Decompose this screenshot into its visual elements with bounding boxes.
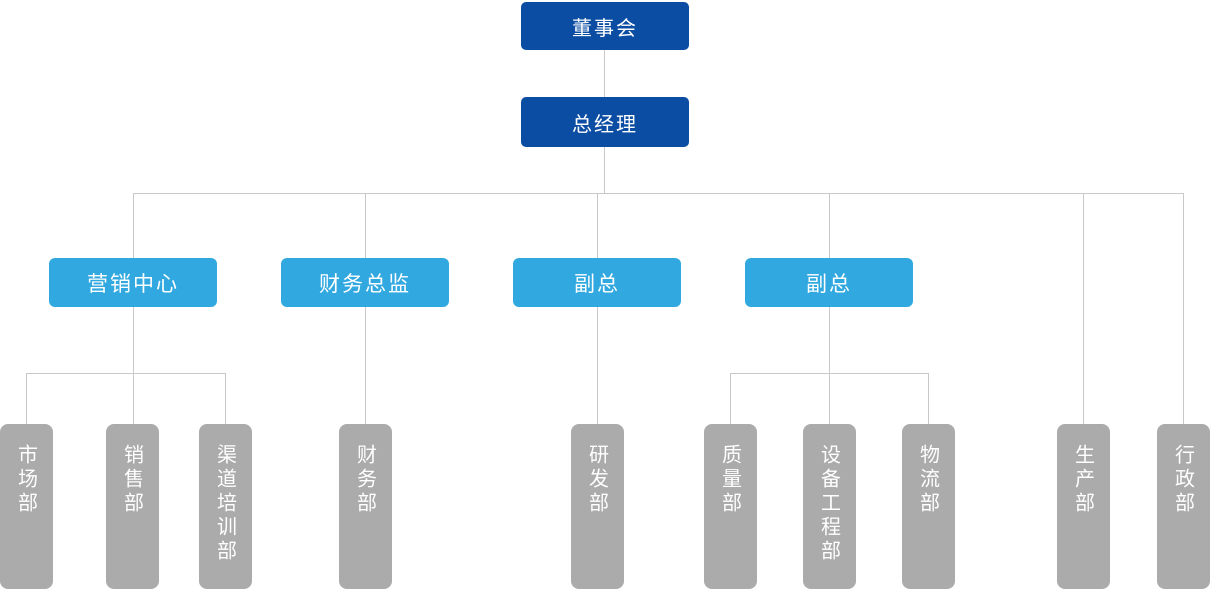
node-label: 生产部 bbox=[1071, 444, 1096, 516]
node-dept-rnd: 研发部 bbox=[571, 424, 624, 589]
node-label: 设备工程部 bbox=[817, 444, 842, 564]
node-general-manager: 总经理 bbox=[521, 97, 689, 147]
node-finance-director: 财务总监 bbox=[281, 258, 449, 307]
connector-line bbox=[730, 373, 731, 424]
node-vice-president-1: 副总 bbox=[513, 258, 681, 307]
node-label: 渠道培训部 bbox=[213, 444, 238, 564]
connector-line bbox=[365, 307, 366, 424]
connector-line bbox=[1083, 193, 1084, 424]
connector-line bbox=[1183, 193, 1184, 424]
connector-line bbox=[133, 307, 134, 373]
node-dept-equipment-engineering: 设备工程部 bbox=[803, 424, 856, 589]
node-label: 研发部 bbox=[585, 444, 610, 516]
node-label: 物流部 bbox=[916, 444, 941, 516]
node-label: 财务总监 bbox=[319, 271, 411, 296]
node-label: 行政部 bbox=[1171, 444, 1196, 516]
node-label: 市场部 bbox=[14, 444, 39, 516]
node-dept-quality: 质量部 bbox=[704, 424, 757, 589]
node-label: 副总 bbox=[806, 271, 852, 296]
node-label: 营销中心 bbox=[87, 271, 179, 296]
node-label: 总经理 bbox=[572, 111, 638, 136]
node-label: 财务部 bbox=[353, 444, 378, 516]
node-marketing-center: 营销中心 bbox=[49, 258, 217, 307]
connector-line bbox=[365, 193, 366, 258]
connector-line bbox=[133, 193, 134, 258]
node-label: 质量部 bbox=[718, 444, 743, 516]
connector-line bbox=[133, 373, 134, 424]
node-label: 副总 bbox=[574, 271, 620, 296]
connector-line bbox=[829, 193, 830, 258]
node-label: 董事会 bbox=[572, 15, 638, 40]
node-vice-president-2: 副总 bbox=[745, 258, 913, 307]
connector-line bbox=[133, 193, 1183, 194]
node-board-of-directors: 董事会 bbox=[521, 2, 689, 50]
connector-line bbox=[26, 373, 225, 374]
connector-line bbox=[597, 307, 598, 424]
connector-line bbox=[604, 50, 605, 97]
node-dept-finance: 财务部 bbox=[339, 424, 392, 589]
connector-line bbox=[225, 373, 226, 424]
node-dept-market: 市场部 bbox=[0, 424, 53, 589]
connector-line bbox=[829, 373, 830, 424]
connector-line bbox=[597, 193, 598, 258]
connector-line bbox=[928, 373, 929, 424]
node-label: 销售部 bbox=[120, 444, 145, 516]
node-dept-channel-training: 渠道培训部 bbox=[199, 424, 252, 589]
node-dept-production: 生产部 bbox=[1057, 424, 1110, 589]
node-dept-administration: 行政部 bbox=[1157, 424, 1210, 589]
node-dept-sales: 销售部 bbox=[106, 424, 159, 589]
node-dept-logistics: 物流部 bbox=[902, 424, 955, 589]
connector-line bbox=[829, 307, 830, 373]
connector-line bbox=[604, 147, 605, 193]
connector-line bbox=[26, 373, 27, 424]
